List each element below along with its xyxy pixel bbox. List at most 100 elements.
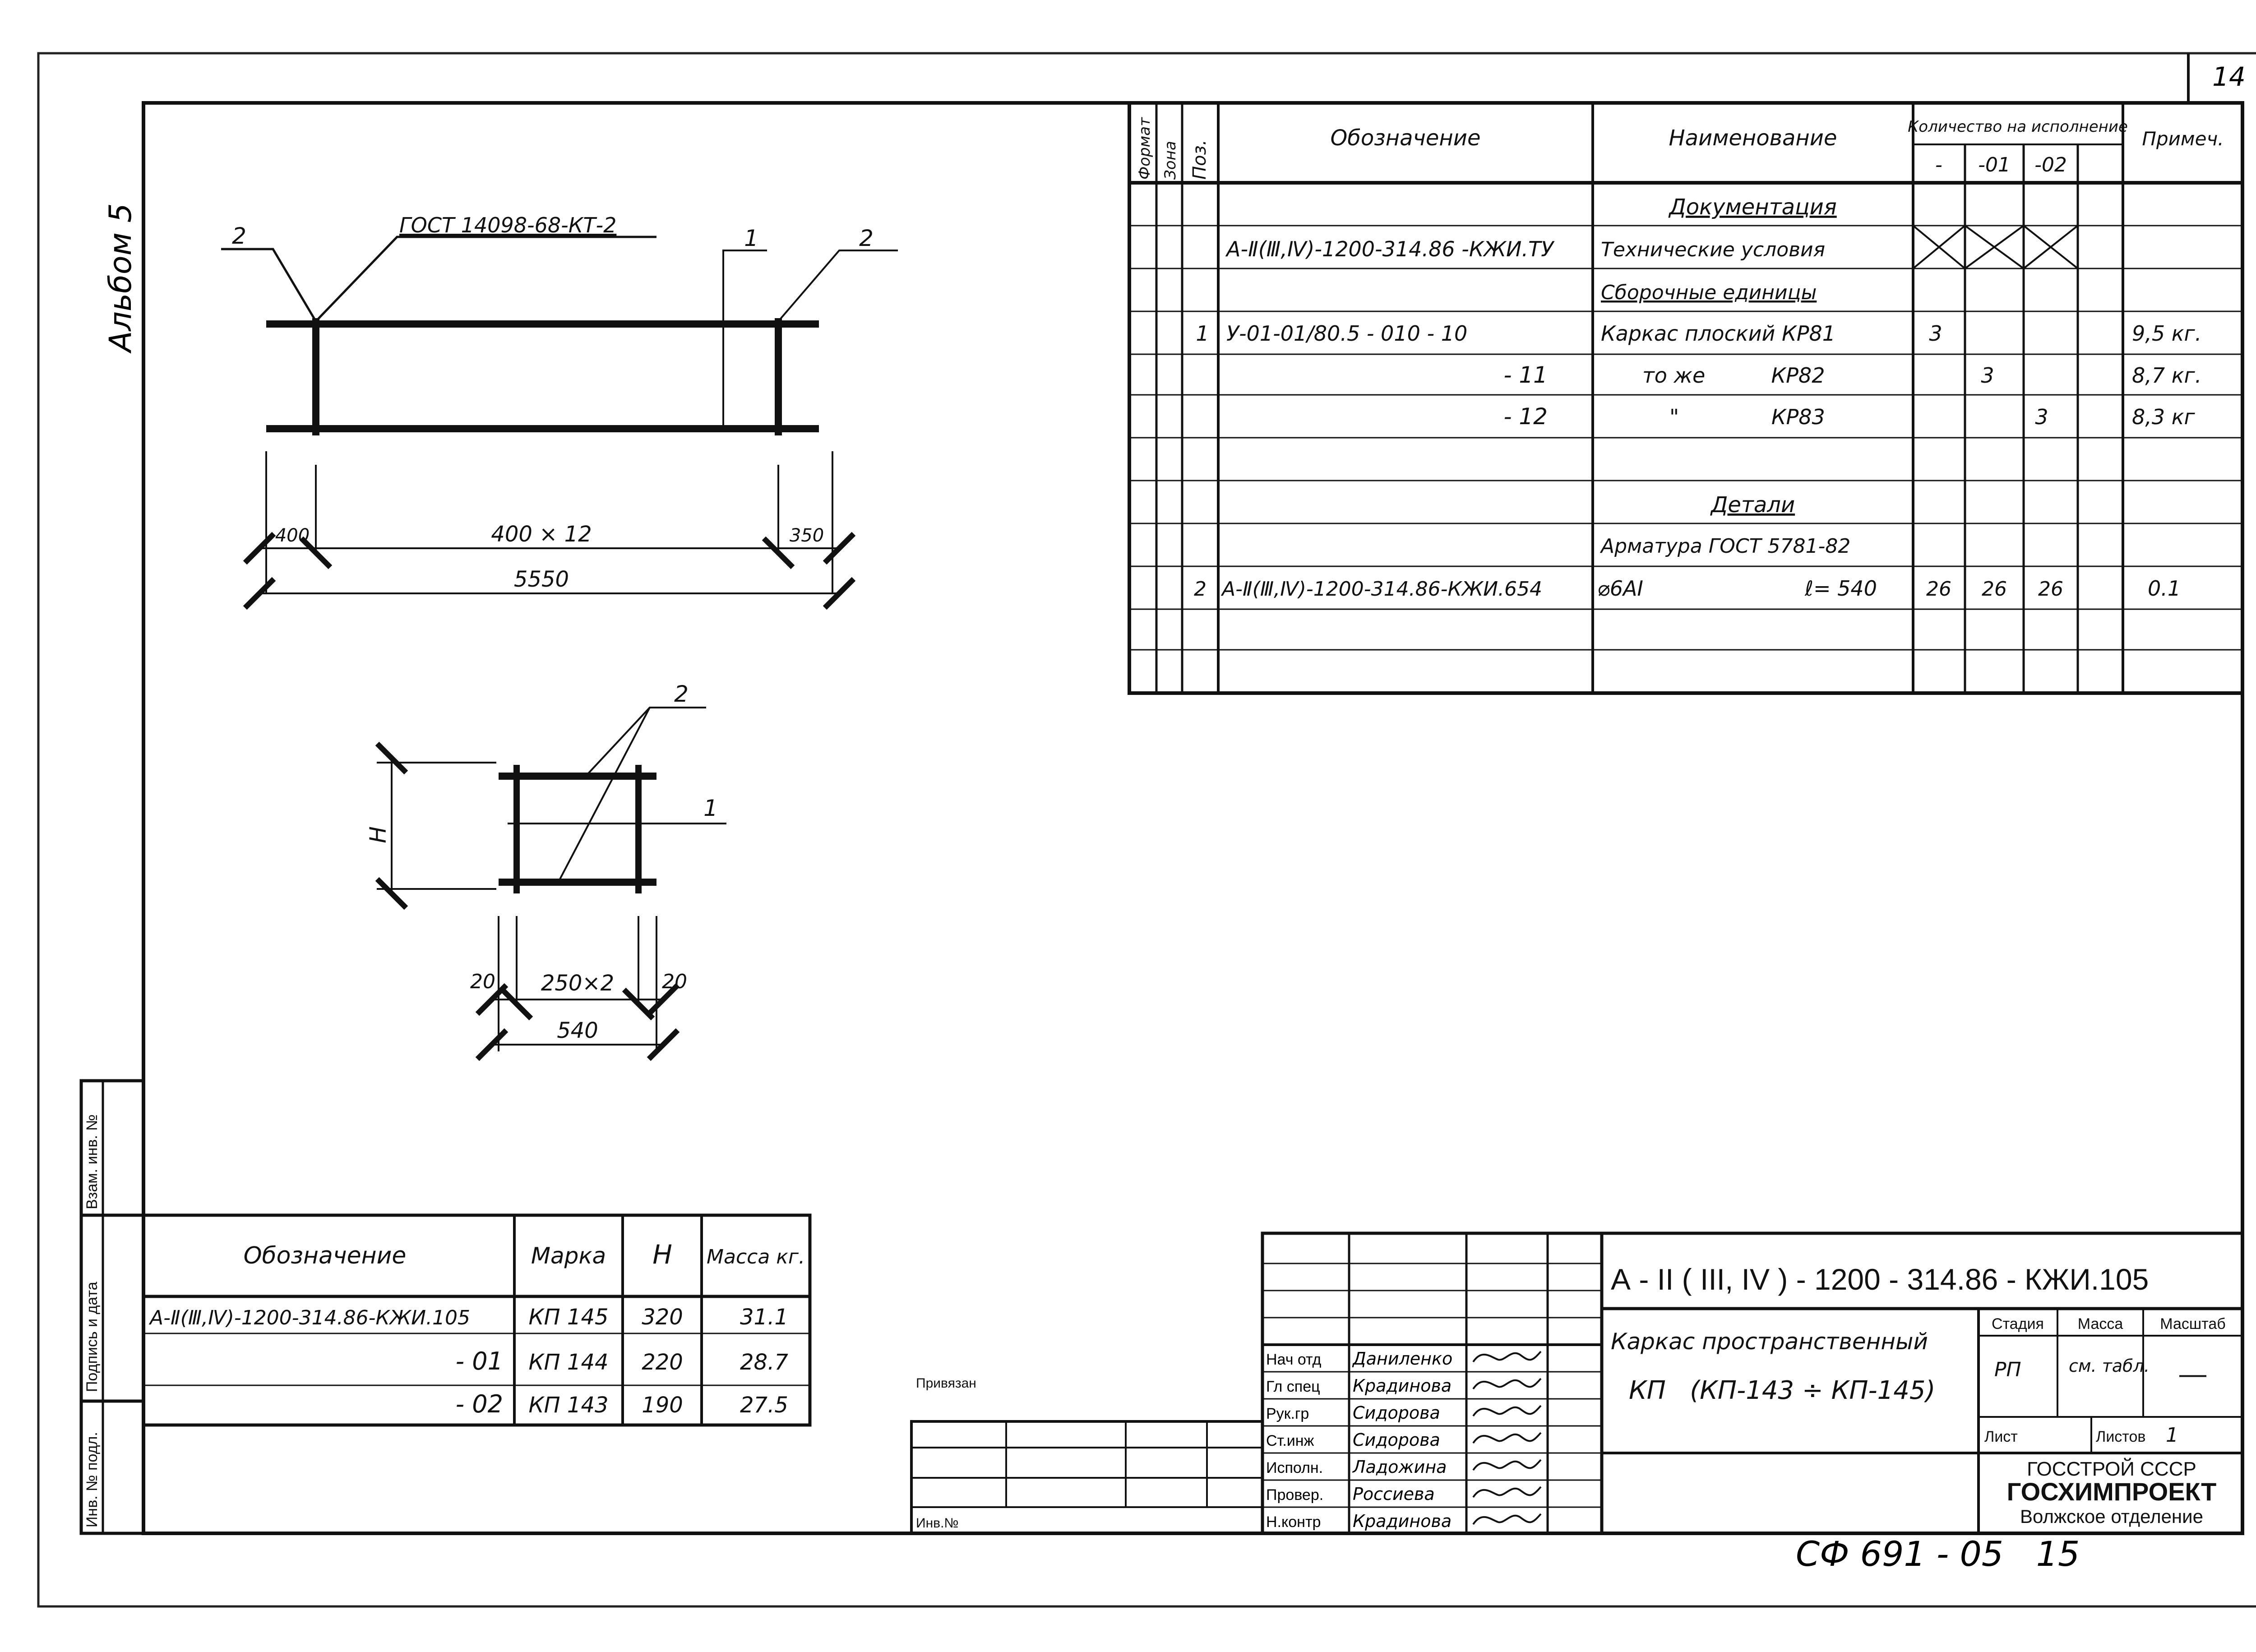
- variant-row-1-mass: 31.1: [740, 1305, 788, 1330]
- signature-mark: [1472, 1378, 1542, 1390]
- dim-h: H: [365, 826, 391, 843]
- variant-header-mass: Масса кг.: [707, 1245, 805, 1268]
- col-qty-2: -02: [2034, 153, 2067, 176]
- detail-1-q0: 26: [1926, 578, 1951, 601]
- side-stamp: [79, 1079, 145, 1535]
- assembly-3-note: 8,3 кг: [2132, 405, 2196, 429]
- dim-5550: 5550: [514, 567, 569, 592]
- variant-row-2-h: 220: [642, 1350, 683, 1375]
- signature-name: Даниленко: [1352, 1349, 1452, 1369]
- title-line-1: Каркас пространственный: [1611, 1328, 1928, 1355]
- sheets-value: 1: [2166, 1424, 2178, 1447]
- sheets-label: Листов: [2096, 1428, 2145, 1445]
- signature-name: Сидорова: [1353, 1430, 1440, 1450]
- gost-callout: ГОСТ 14098-68-КТ-2: [399, 213, 616, 237]
- signature-role: Н.контр: [1266, 1513, 1321, 1531]
- signature-role: Нач отд: [1266, 1351, 1321, 1368]
- section-documentation: Документация: [1668, 194, 1837, 220]
- variant-table: [142, 1213, 812, 1427]
- page-number: 14: [2212, 61, 2246, 92]
- footer-code: СФ 691 - 05 15: [1796, 1534, 2080, 1574]
- variant-header-h: H: [652, 1239, 672, 1270]
- assembly-1-note: 9,5 кг.: [2132, 321, 2201, 346]
- detail-1-length: ℓ= 540: [1804, 576, 1877, 601]
- doc-name: Технические условия: [1601, 238, 1825, 261]
- col-pos: Поз.: [1189, 139, 1210, 180]
- col-qty-group: Количество на исполнение: [1908, 118, 2128, 136]
- variant-header-mark: Марка: [531, 1243, 606, 1269]
- assembly-2-designation: - 11: [1503, 362, 1548, 388]
- signature-mark: [1472, 1486, 1542, 1498]
- section-callout-2: 2: [674, 681, 689, 707]
- linked-label: Привязан: [916, 1376, 976, 1391]
- stamp-orig-inv: Инв. № подл.: [83, 1432, 101, 1527]
- outer-sheet-border: [37, 52, 2256, 1608]
- stamp-replace-inv: Взам. инв. №: [83, 1114, 101, 1209]
- inv-label: Инв.№: [916, 1516, 959, 1531]
- col-format: Формат: [1136, 117, 1154, 180]
- variant-header-designation: Обозначение: [244, 1242, 407, 1269]
- stage-label: Стадия: [1992, 1315, 2044, 1333]
- elevation-drawing: [221, 236, 898, 610]
- sheet-label: Лист: [1984, 1428, 2018, 1445]
- assembly-3-name: " КР83: [1669, 405, 1825, 429]
- stage-value: РП: [1994, 1358, 2021, 1381]
- assembly-2-name: то же КР82: [1642, 363, 1825, 388]
- col-note: Примеч.: [2142, 128, 2224, 150]
- dim-350: 350: [790, 525, 824, 546]
- dim-540: 540: [557, 1018, 598, 1043]
- dim-250x2: 250×2: [541, 971, 614, 996]
- variant-row-1-mark: КП 145: [528, 1305, 608, 1330]
- variant-row-3-designation: - 02: [456, 1390, 503, 1418]
- signature-mark: [1472, 1405, 1542, 1417]
- variant-row-3-mark: КП 143: [528, 1393, 608, 1418]
- variant-row-1-designation: А-Ⅱ(Ⅲ,Ⅳ)-1200-314.86-КЖИ.105: [148, 1306, 470, 1329]
- section-drawing: [375, 707, 726, 1061]
- assembly-3-q2: 3: [2035, 405, 2048, 429]
- col-zone: Зона: [1161, 141, 1179, 180]
- dim-20-right: 20: [662, 970, 687, 993]
- org-line-2: ГОСХИМПРОЕКТ: [2007, 1477, 2217, 1506]
- doc-designation: А-Ⅱ(Ⅲ,Ⅳ)-1200-314.86 -КЖИ.ТУ: [1225, 237, 1555, 261]
- assembly-2-q1: 3: [1981, 363, 1994, 388]
- signature-name: Ладожина: [1352, 1457, 1447, 1477]
- variant-row-3-mass: 27.5: [740, 1393, 788, 1418]
- assembly-3-designation: - 12: [1503, 403, 1548, 430]
- dim-400x12: 400 × 12: [491, 522, 592, 547]
- detail-1-designation: А-Ⅱ(Ⅲ,Ⅳ)-1200-314.86-КЖИ.654: [1220, 578, 1542, 601]
- title-block: [910, 1231, 2244, 1535]
- section-callout-1: 1: [703, 795, 718, 821]
- scale-label: Масштаб: [2160, 1315, 2225, 1333]
- detail-1-q1: 26: [1982, 578, 2007, 601]
- signature-mark: [1472, 1432, 1542, 1444]
- album-label: Альбом 5: [103, 203, 139, 354]
- signature-role: Рук.гр: [1266, 1405, 1309, 1422]
- col-name: Наименование: [1669, 125, 1837, 151]
- signature-role: Гл спец: [1266, 1378, 1320, 1395]
- assembly-1-q0: 3: [1929, 321, 1942, 346]
- detail-1-name: ⌀6АI: [1597, 576, 1643, 601]
- assembly-1-pos: 1: [1196, 321, 1209, 346]
- callout-2-right: 2: [859, 225, 874, 251]
- variant-row-3-h: 190: [642, 1393, 683, 1418]
- signature-name: Сидорова: [1353, 1403, 1440, 1423]
- spec-table: [1128, 101, 2244, 695]
- variant-row-2-mass: 28.7: [740, 1350, 788, 1375]
- detail-1-note: 0.1: [2148, 576, 2181, 601]
- signature-mark: [1472, 1513, 1542, 1525]
- assembly-2-note: 8,7 кг.: [2132, 363, 2201, 388]
- details-subheading: Арматура ГОСТ 5781-82: [1600, 535, 1850, 558]
- signature-role: Провер.: [1266, 1486, 1323, 1504]
- mass-value: см. табл.: [2069, 1356, 2150, 1376]
- dim-20-left: 20: [470, 970, 495, 993]
- variant-row-2-mark: КП 144: [528, 1350, 608, 1375]
- doc-code: А - II ( III, IV ) - 1200 - 314.86 - КЖИ…: [1611, 1263, 2149, 1296]
- signature-name: Крадинова: [1353, 1376, 1452, 1396]
- signature-mark: [1472, 1459, 1542, 1471]
- signature-mark: [1472, 1351, 1542, 1363]
- signature-name: Россиева: [1353, 1484, 1435, 1504]
- mass-label: Масса: [2078, 1315, 2123, 1333]
- dim-400-left: 400: [275, 525, 310, 546]
